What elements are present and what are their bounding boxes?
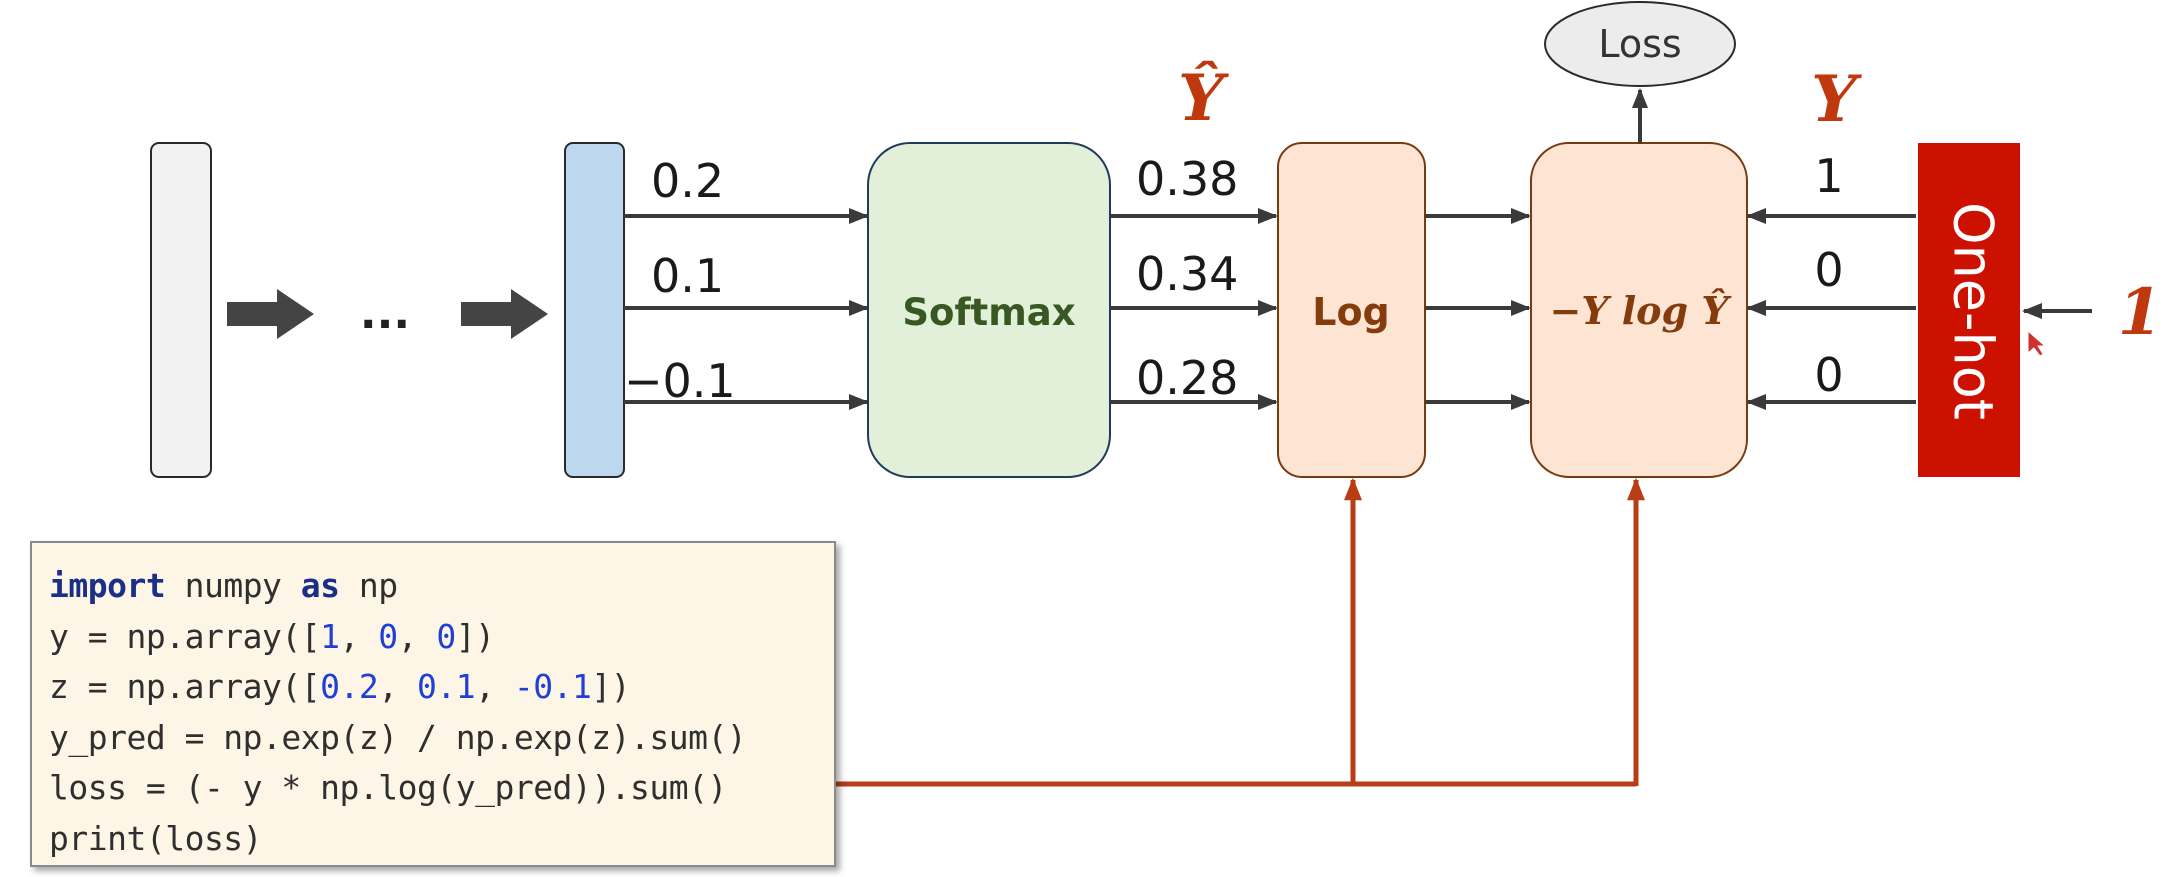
code-snippet: import numpy as np y = np.array([1, 0, 0… (30, 541, 836, 867)
logit-value-3: −0.1 (624, 354, 736, 408)
code-text: , (475, 667, 514, 706)
ellipsis: ... (360, 288, 410, 339)
onehot-value-1: 1 (1814, 149, 1843, 203)
code-line-5: loss = (- y * np.log(y_pred)).sum() (49, 768, 727, 807)
code-text: , (339, 616, 379, 656)
forward-arrow-icon (227, 289, 314, 339)
code-text: np (339, 566, 398, 605)
cross-entropy-formula: −Y log Ŷ (1550, 288, 1733, 333)
loss-node (1544, 1, 1736, 87)
code-text: y = np.array([ (49, 616, 321, 656)
y-hat-label: Ŷ (1178, 60, 1229, 136)
code-literal: 1 (320, 616, 340, 656)
code-text: ]) (455, 616, 495, 656)
y-label: Y (1811, 62, 1862, 137)
code-line-2: y = np.array([1, 0, 0]) (49, 612, 834, 663)
prob-value-1: 0.38 (1136, 152, 1238, 206)
log-label: Log (1312, 290, 1390, 334)
code-text: , (378, 667, 418, 706)
forward-arrow-icon (461, 289, 548, 339)
loss-label: Loss (1598, 22, 1681, 66)
logit-value-2: 0.1 (651, 249, 724, 303)
input-layer-bar (150, 142, 212, 478)
onehot-value-2: 0 (1814, 243, 1843, 297)
onehot-value-3: 0 (1814, 348, 1843, 402)
code-line-6: print(loss) (49, 818, 263, 858)
code-line-1: import numpy as np (49, 561, 834, 612)
code-text: numpy (165, 566, 301, 605)
code-literal: 0 (436, 616, 456, 656)
one-hot-block (1918, 143, 2020, 477)
code-text: z = np.array([ (49, 667, 321, 706)
code-literal: 0 (378, 616, 398, 656)
logit-value-1: 0.2 (651, 154, 724, 208)
one-hot-label: One-hot (1941, 202, 2004, 420)
code-keyword: import (49, 566, 166, 605)
code-literal: 0.2 (320, 667, 379, 706)
code-literal: 0.1 (417, 667, 476, 706)
code-line-4: y_pred = np.exp(z) / np.exp(z).sum() (49, 717, 747, 757)
code-text: ]) (591, 667, 631, 706)
label-input-value: 1 (2118, 275, 2163, 350)
prob-value-2: 0.34 (1136, 247, 1238, 301)
mouse-cursor-icon (2027, 329, 2047, 357)
code-text: , (397, 616, 437, 656)
logits-layer-bar (564, 142, 625, 478)
prob-value-3: 0.28 (1136, 351, 1238, 405)
code-keyword: as (300, 566, 340, 605)
code-line-3: z = np.array([0.2, 0.1, -0.1]) (49, 662, 834, 713)
softmax-label: Softmax (902, 291, 1075, 334)
code-literal: -0.1 (513, 667, 592, 706)
